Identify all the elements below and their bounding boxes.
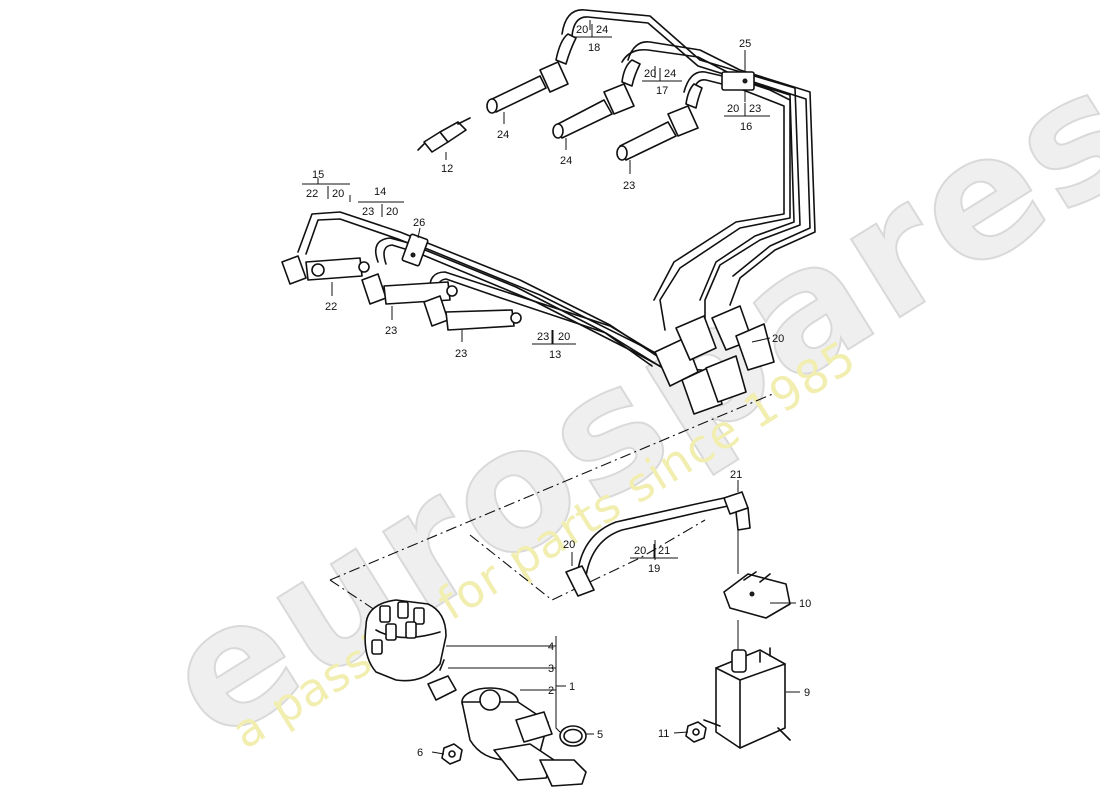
fraction-17-bottom: 17 xyxy=(656,85,668,97)
callout-4: 4 xyxy=(548,641,554,653)
callout-3: 3 xyxy=(548,663,554,675)
ignition-coil-9 xyxy=(703,647,791,749)
plug-connector-24-left xyxy=(486,33,577,114)
plug-connector-23-left xyxy=(361,273,458,305)
fraction-13-bottom: 13 xyxy=(549,349,561,361)
fraction-19-bottom: 19 xyxy=(648,563,660,575)
fraction-15-top-right: 20 xyxy=(332,188,344,200)
callout-24-left: 24 xyxy=(497,129,509,141)
callout-11: 11 xyxy=(658,728,669,740)
callout-12: 12 xyxy=(441,163,453,175)
callout-25: 25 xyxy=(739,38,751,50)
callout-1: 1 xyxy=(569,681,575,693)
callout-9: 9 xyxy=(804,687,810,699)
callout-22: 22 xyxy=(325,301,337,313)
distributor-2 xyxy=(461,687,587,787)
callout-26: 26 xyxy=(413,217,425,229)
plug-connector-23-mid xyxy=(423,295,522,331)
fraction-19: 20 21 19 xyxy=(630,544,678,575)
fraction-19-top-right: 21 xyxy=(658,545,670,557)
callout-20-right: 20 xyxy=(772,333,784,345)
callout-5: 5 xyxy=(597,729,603,741)
distributor-cap-4 xyxy=(364,599,447,682)
callout-23-left: 23 xyxy=(385,325,397,337)
fraction-16-top-right: 23 xyxy=(749,103,761,115)
fraction-16: 20 23 16 xyxy=(724,103,770,133)
fraction-14-top-left: 23 xyxy=(362,206,374,218)
callout-21: 21 xyxy=(730,469,742,481)
nut-6 xyxy=(441,743,463,765)
watermark-brand: eurospares xyxy=(132,29,1100,779)
fraction-15: 15 22 20 xyxy=(302,169,350,200)
fraction-18: 20 24 18 xyxy=(574,24,612,54)
fraction-16-top-left: 20 xyxy=(727,103,739,115)
fraction-17-top-right: 24 xyxy=(664,68,676,80)
fraction-14-top-right: 20 xyxy=(386,206,398,218)
callout-6: 6 xyxy=(417,747,423,759)
callout-numbers: 25 24 24 23 12 26 22 23 23 20 21 20 10 9… xyxy=(325,38,811,759)
plug-connector-24-mid xyxy=(552,59,641,139)
plug-connector-23-upper xyxy=(616,83,703,161)
fraction-17-top-left: 20 xyxy=(644,68,656,80)
fraction-17: 20 24 17 xyxy=(642,68,682,97)
left-harness xyxy=(297,211,723,389)
fraction-18-top-left: 20 xyxy=(576,24,588,36)
coil-lead-19 xyxy=(565,491,751,597)
fraction-18-top-right: 24 xyxy=(596,24,608,36)
fraction-19-top-left: 20 xyxy=(634,545,646,557)
fraction-15-bottom: 15 xyxy=(312,169,324,181)
fraction-15-top-left: 22 xyxy=(306,188,318,200)
cable-clip-26 xyxy=(401,233,429,267)
fraction-14: 14 23 20 xyxy=(358,186,404,218)
plug-boots-20 xyxy=(654,305,775,415)
leader-lines xyxy=(317,20,800,755)
callout-24-mid: 24 xyxy=(560,155,572,167)
callout-23-upper: 23 xyxy=(623,180,635,192)
fraction-13: 23 20 13 xyxy=(532,330,576,361)
cable-clip-25 xyxy=(721,71,755,91)
fraction-13-top-left: 23 xyxy=(537,331,549,343)
fraction-14-bottom: 14 xyxy=(374,186,386,198)
callout-10: 10 xyxy=(799,598,811,610)
o-ring-5 xyxy=(559,725,587,747)
fraction-18-bottom: 18 xyxy=(588,42,600,54)
watermark: eurospares a passion for parts since 198… xyxy=(131,28,1100,780)
rotor-3 xyxy=(427,659,457,701)
fraction-13-top-right: 20 xyxy=(558,331,570,343)
callout-20-lower: 20 xyxy=(563,539,575,551)
plug-connector-22 xyxy=(281,255,370,285)
spark-plug-12 xyxy=(417,117,471,153)
callout-2: 2 xyxy=(548,685,554,697)
callout-23-mid: 23 xyxy=(455,348,467,360)
ignition-module-10 xyxy=(723,571,791,619)
fraction-16-bottom: 16 xyxy=(740,121,752,133)
nut-11 xyxy=(685,721,707,743)
